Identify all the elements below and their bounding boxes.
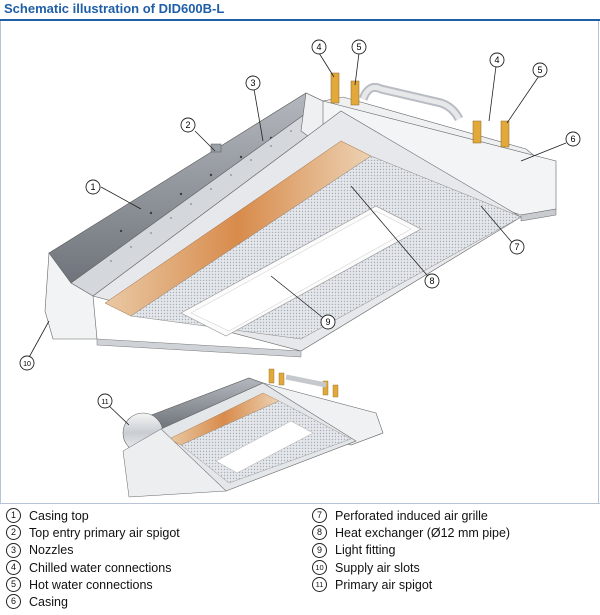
callout-label: 11: [101, 399, 108, 406]
callout-2: 2: [180, 117, 196, 133]
legend-item: 5 Hot water connections: [6, 576, 180, 594]
legend-number: 7: [312, 508, 327, 524]
callout-6: 6: [565, 131, 581, 147]
callout-label: 5: [356, 42, 361, 52]
unit-illustration: 1 2 3 4 5 4 5 6 7 8 9 10 11: [19, 39, 581, 498]
legend-right: 7 Perforated induced air grille 8 Heat exch…: [312, 508, 510, 594]
callout-3: 3: [245, 75, 261, 91]
page-title: Schematic illustration of DID600B-L: [4, 1, 225, 16]
leader-lines: [26, 52, 567, 426]
callout-7: 7: [509, 239, 525, 255]
legend-number: 2: [6, 525, 21, 541]
main-unit: [44, 72, 557, 358]
legend-number: 8: [312, 525, 327, 541]
callout-label: 4: [494, 55, 499, 65]
legend-item: 11 Primary air spigot: [312, 576, 510, 594]
illustration-frame: 1 2 3 4 5 4 5 6 7 8 9 10 11: [0, 21, 599, 503]
callout-8: 8: [424, 273, 440, 289]
legend-number: 3: [6, 542, 21, 558]
legend-left: 1 Casing top 2 Top entry primary air spigot…: [6, 508, 180, 611]
callout-4: 4: [489, 52, 505, 68]
legend-number: 10: [312, 559, 327, 575]
callout-label: 8: [429, 276, 434, 286]
callout-1: 1: [85, 179, 101, 195]
legend-label: Casing: [29, 594, 68, 609]
callout-label: 2: [185, 120, 190, 130]
water-connections: [330, 72, 510, 148]
legend-item: 4 Chilled water connections: [6, 559, 180, 577]
callout-label: 7: [514, 242, 519, 252]
callout-label: 9: [325, 317, 330, 327]
callout-9: 9: [320, 314, 336, 330]
legend-number: 9: [312, 542, 327, 558]
legend-label: Perforated induced air grille: [335, 509, 488, 523]
legend-item: 6 Casing: [6, 594, 180, 611]
legend-divider: [0, 503, 600, 504]
legend-number: 1: [6, 508, 21, 524]
legend-label: Primary air spigot: [335, 577, 433, 592]
callouts: 1 2 3 4 5 4 5 6 7 8 9 10 11: [19, 39, 581, 409]
callout-label: 3: [250, 78, 255, 88]
legend-number: 6: [6, 594, 21, 610]
legend-item: 3 Nozzles: [6, 542, 180, 559]
legend-number: 4: [6, 559, 21, 575]
callout-label: 10: [23, 361, 31, 368]
callout-label: 4: [316, 42, 321, 52]
callout-label: 1: [90, 182, 95, 192]
legend-item: 1 Casing top: [6, 508, 180, 525]
legend-label: Heat exchanger (Ø12 mm pipe): [335, 526, 511, 541]
small-unit: [122, 368, 384, 498]
callout-4: 4: [311, 39, 327, 55]
callout-label: 6: [570, 134, 575, 144]
legend-item: 7 Perforated induced air grille: [312, 508, 510, 525]
callout-label: 5: [537, 65, 542, 75]
legend-label: Chilled water connections: [29, 560, 172, 575]
legend-label: Light fitting: [335, 543, 396, 558]
legend-label: Supply air slots: [335, 560, 420, 575]
legend-item: 10 Supply air slots: [312, 559, 510, 577]
callout-11: 11: [97, 393, 113, 409]
callout-10: 10: [19, 355, 35, 371]
legend-item: 8 Heat exchanger (Ø12 mm pipe): [312, 525, 510, 542]
legend-label: Casing top: [29, 509, 89, 523]
legend-item: 9 Light fitting: [312, 542, 510, 559]
title-divider: [0, 19, 600, 21]
legend-label: Hot water connections: [29, 577, 153, 592]
top-spigot: [210, 143, 222, 153]
legend-number: 11: [312, 576, 327, 592]
legend-label: Top entry primary air spigot: [29, 526, 180, 541]
callout-5: 5: [532, 62, 548, 78]
legend-label: Nozzles: [29, 543, 74, 558]
legend-number: 5: [6, 576, 21, 592]
callout-5: 5: [351, 39, 367, 55]
legend-item: 2 Top entry primary air spigot: [6, 525, 180, 542]
